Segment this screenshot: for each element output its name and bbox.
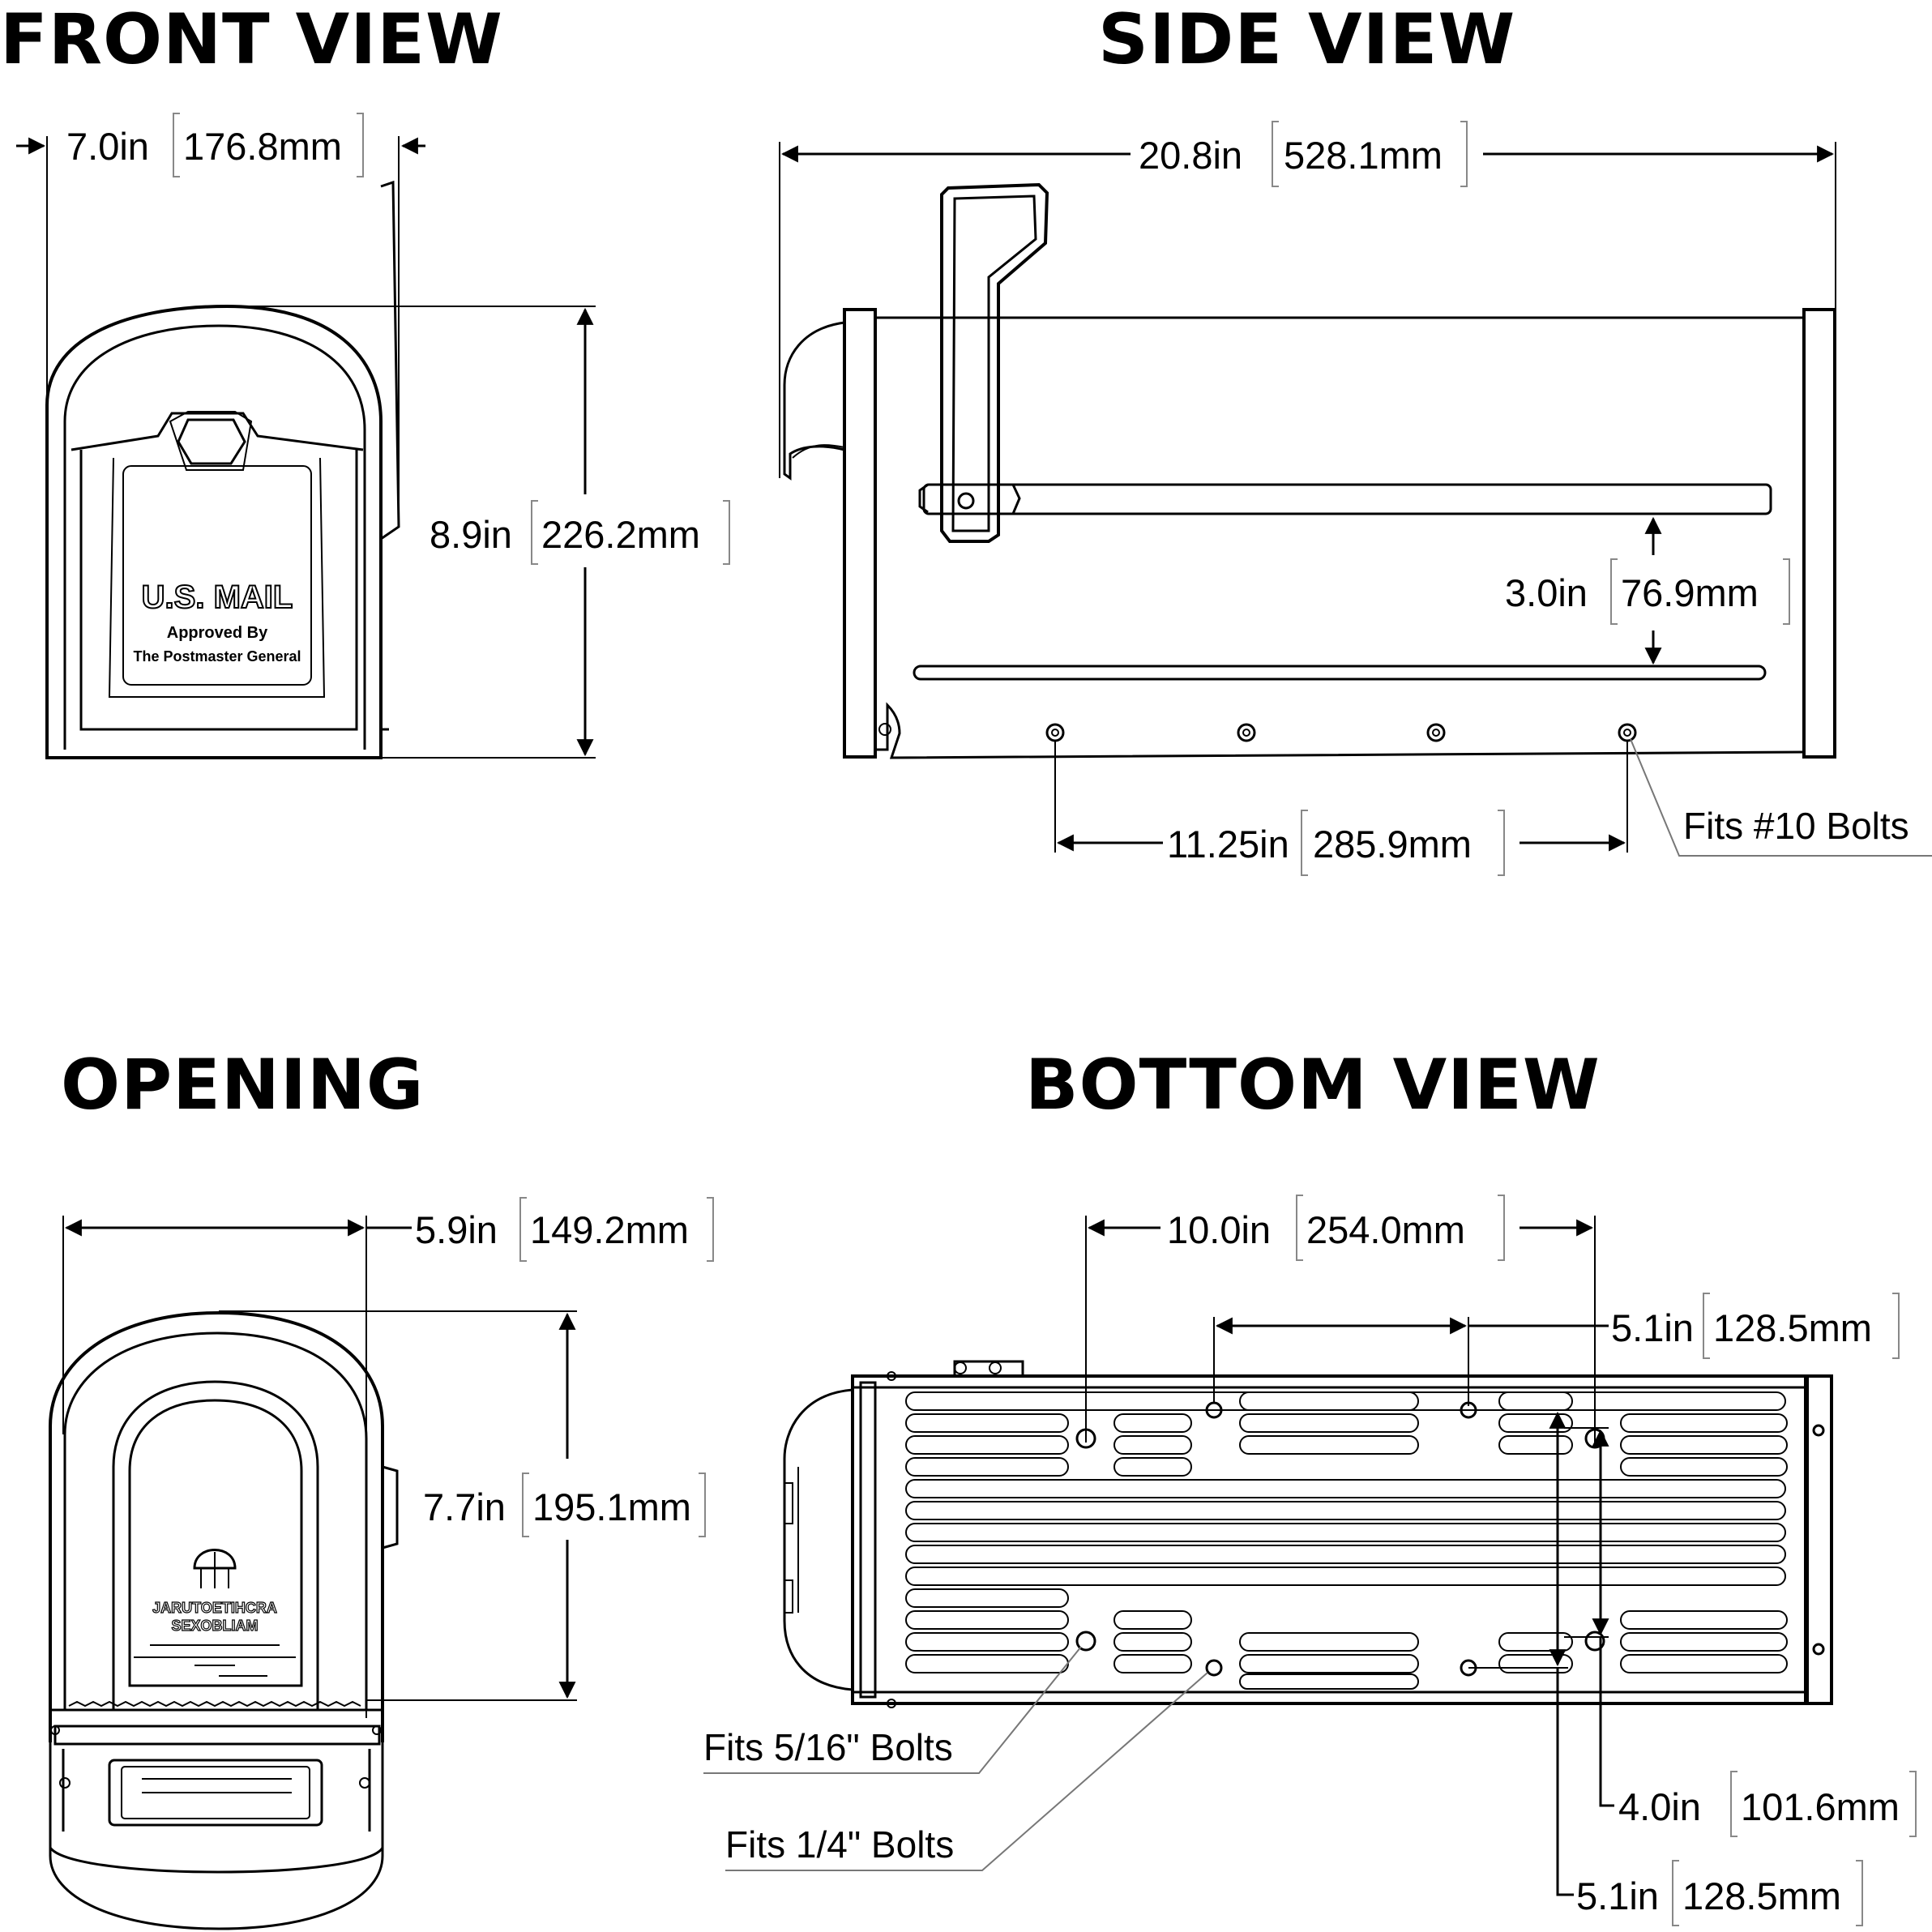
bottom-span-long-mm: 254.0mm xyxy=(1306,1208,1465,1251)
front-view-drawing: U.S. MAIL Approved By The Postmaster Gen… xyxy=(16,113,730,759)
side-bolt-span-mm: 285.9mm xyxy=(1313,823,1472,866)
side-view-drawing: 20.8in 528.1mm 3.0in xyxy=(779,121,1932,876)
bottom-ribs xyxy=(905,1391,1788,1690)
bottom-cross-a-mm: 101.6mm xyxy=(1741,1785,1900,1828)
bolts-1-4-note: Fits 1/4" Bolts xyxy=(725,1823,954,1866)
front-height-mm: 226.2mm xyxy=(541,513,700,556)
door-plate-line2: Approved By xyxy=(167,624,268,642)
bottom-cross-b-in: 5.1in xyxy=(1576,1874,1659,1917)
bottom-bolt-holes xyxy=(1075,1401,1605,1677)
side-length-mm: 528.1mm xyxy=(1284,134,1443,177)
side-length-in: 20.8in xyxy=(1139,134,1242,177)
bottom-cross-b-mm: 128.5mm xyxy=(1682,1874,1841,1917)
side-bolts-note: Fits #10 Bolts xyxy=(1683,805,1909,847)
bottom-span-mid-in: 5.1in xyxy=(1611,1306,1694,1349)
side-bolt-span-in: 11.25in xyxy=(1167,823,1289,866)
side-rail-gap-mm: 76.9mm xyxy=(1621,571,1759,614)
bottom-span-long-in: 10.0in xyxy=(1167,1208,1271,1251)
bottom-view-title: BOTTOM VIEW xyxy=(1025,1045,1601,1126)
bottom-view-drawing: 10.0in 254.0mm 5.1in 128.5mm xyxy=(703,1195,1917,1926)
side-rail-gap-in: 3.0in xyxy=(1505,571,1588,614)
opening-height-in: 7.7in xyxy=(423,1485,506,1528)
bottom-cross-a-in: 4.0in xyxy=(1618,1785,1701,1828)
side-view-title: SIDE VIEW xyxy=(1098,0,1515,80)
svg-text:SEXOBLIAM: SEXOBLIAM xyxy=(171,1618,258,1634)
opening-width-in: 5.9in xyxy=(415,1208,498,1251)
opening-drawing: 5.9in 149.2mm JARUTOETIHCRA SEXOBLIAM xyxy=(49,1197,714,1930)
front-view-title: FRONT VIEW xyxy=(0,0,503,80)
front-width-in: 7.0in xyxy=(66,125,149,168)
bolts-5-16-note: Fits 5/16" Bolts xyxy=(703,1726,953,1768)
opening-width-mm: 149.2mm xyxy=(530,1208,689,1251)
door-plate-line3: The Postmaster General xyxy=(133,648,301,665)
svg-text:JARUTOETIHCRA: JARUTOETIHCRA xyxy=(152,1600,277,1616)
bottom-span-mid-mm: 128.5mm xyxy=(1713,1306,1872,1349)
front-width-mm: 176.8mm xyxy=(183,125,342,168)
door-plate-title: U.S. MAIL xyxy=(142,579,293,615)
side-bolt-holes xyxy=(1045,723,1637,742)
opening-height-mm: 195.1mm xyxy=(532,1485,691,1528)
front-height-in: 8.9in xyxy=(430,513,512,556)
opening-title: OPENING xyxy=(61,1045,424,1126)
